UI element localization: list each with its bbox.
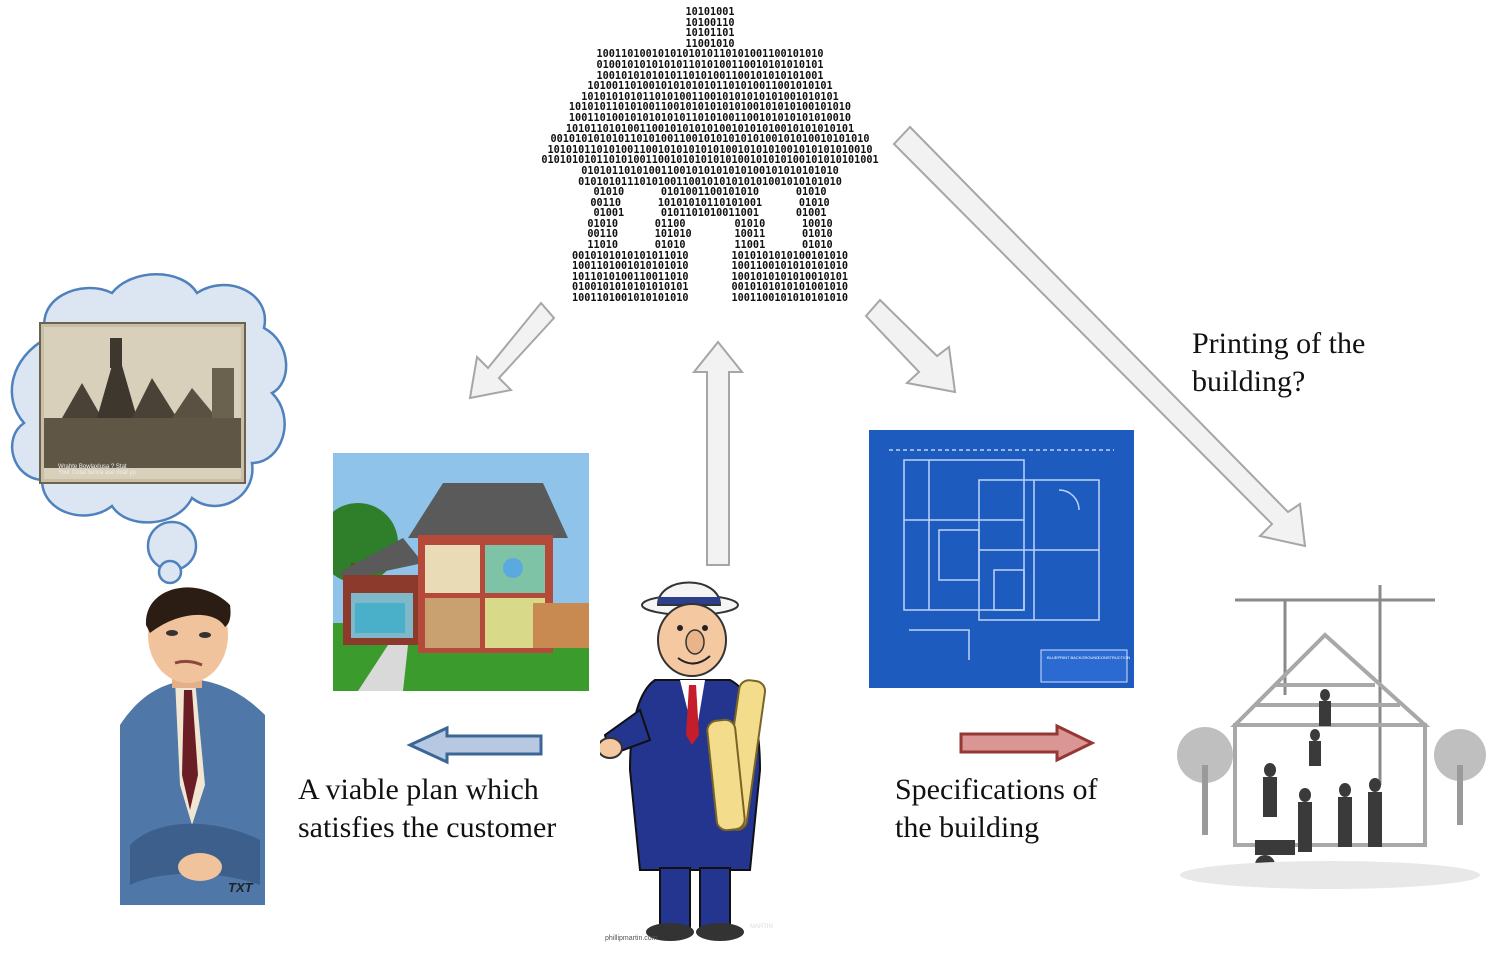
- architect-figure: [600, 581, 767, 941]
- skeptical-customer: [120, 587, 265, 905]
- binary-line: 1010101101010011001010101010100101010100…: [568, 102, 852, 114]
- construction-site-illustration: [1177, 585, 1486, 889]
- binary-line: 11001010: [685, 38, 735, 50]
- binary-line: 1010101010110101001100101010101010010101…: [581, 91, 839, 103]
- binary-line: 0100101010101010101 0010101010101001010: [571, 282, 848, 294]
- binary-line: 1010101101010011001010101010100101010100…: [547, 144, 873, 156]
- binary-line: 0101010101101010011001010101010100101010…: [541, 155, 879, 167]
- binary-line: 1001101001010101010 1001100101010101010: [571, 293, 848, 305]
- arrow-to-construction: [892, 125, 1307, 548]
- binary-line: 1010011010010101010101101010011001010101: [587, 81, 833, 93]
- blueprint-title-left: BLUEPRINT BACKGROUND: [1047, 655, 1100, 660]
- caption-specifications: Specifications of the building: [895, 773, 1098, 844]
- binary-line: 1001101001010101010110101001100101010101…: [568, 112, 852, 124]
- binary-line: 1010110101001100101010101001010101001010…: [565, 123, 855, 135]
- binary-line: 0101010111010100110010101010101001010101…: [578, 176, 842, 188]
- binary-line: 00110 10101010110101001 01010: [590, 197, 830, 209]
- binary-line: 1001101001010101010110101001100101010: [596, 49, 824, 61]
- cutaway-house-illustration: [333, 453, 589, 691]
- old-mansion-photo: [39, 322, 246, 484]
- binary-line: 0100101010101011010100110010101010101: [596, 59, 824, 71]
- arrow-to-blueprint: [864, 298, 957, 394]
- tie-label: TXT: [228, 880, 253, 895]
- photo-inscription: Wrahte Bowlaxlusa ? Stat Your Cotal beli…: [58, 464, 136, 476]
- binary-line: 10100110: [685, 17, 735, 29]
- blueprint-image: [869, 430, 1134, 688]
- caption-printing: Printing of the building?: [1192, 327, 1366, 398]
- red-right-arrow: [959, 723, 1096, 763]
- shoes-label: MARTIN: [750, 924, 773, 930]
- arrow-to-plan: [468, 301, 556, 400]
- binary-line: 10101101: [685, 28, 735, 40]
- binary-line: 10101001: [685, 7, 735, 18]
- binary-line: 1001101001010101010 1001100101010101010: [571, 261, 848, 273]
- binary-line: 0010101010101101010011001010101010100101…: [550, 134, 870, 146]
- thought-bubble: [10, 273, 288, 585]
- caption-viable-plan: A viable plan which satisfies the custom…: [298, 773, 557, 844]
- binary-line: 0010101010101011010 1010101010100101010: [571, 250, 848, 262]
- binary-line: 1011010100110011010 1001010101010010101: [571, 271, 848, 283]
- binary-line: 01001 0101101010011001 01001: [593, 208, 827, 220]
- binary-line: 01010 01100 01010 10010: [587, 218, 833, 230]
- blueprint-title-right: CONSTRUCTION: [1098, 655, 1131, 660]
- binary-line: 00110 101010 10011 01010: [587, 229, 833, 241]
- binary-line: 1001010101010110101001100101010101001: [596, 70, 824, 82]
- blue-left-arrow: [406, 725, 543, 765]
- arrow-to-binary-house: [691, 340, 745, 566]
- binary-line: 01010 0101001100101010 01010: [593, 187, 827, 199]
- binary-line: 0101011010100110010101010101001010101010…: [581, 165, 839, 177]
- binary-line: 11010 01010 11001 01010: [587, 240, 833, 252]
- artist-credit: phillipmartin.com: [605, 935, 658, 942]
